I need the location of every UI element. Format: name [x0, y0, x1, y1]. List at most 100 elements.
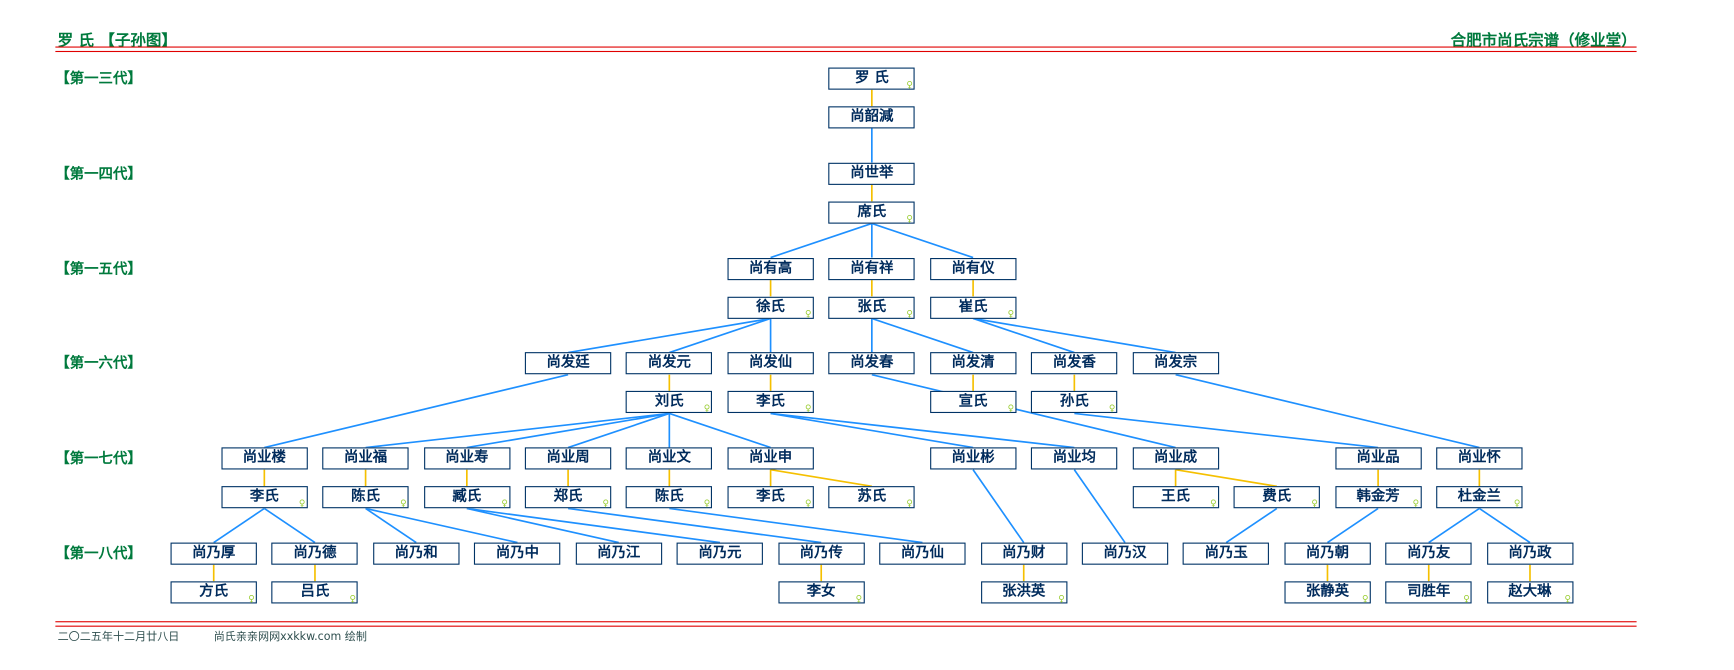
header-rule [55, 46, 1637, 48]
person-node[interactable]: 尚业彬 [929, 447, 1017, 470]
marriage-line [1175, 468, 1277, 488]
person-node[interactable]: 尚乃朝 [1284, 542, 1371, 565]
person-name: 李氏 [756, 393, 785, 411]
descent-line [567, 317, 771, 354]
person-node[interactable]: 陈氏♀ [626, 486, 713, 509]
person-node[interactable]: 尚发仙 [727, 352, 814, 375]
person-name: 臧氏 [452, 488, 482, 506]
person-node[interactable]: 尚发廷 [524, 352, 612, 375]
person-node[interactable]: 尚业均 [1031, 447, 1118, 470]
person-node[interactable]: 尚业楼 [221, 447, 308, 470]
person-node[interactable]: 杜金兰♀ [1436, 486, 1523, 509]
person-name: 尚发仙 [748, 354, 793, 372]
person-node[interactable]: 尚业寿 [423, 447, 511, 470]
person-node[interactable]: 尚业福 [322, 447, 409, 470]
person-node[interactable]: 尚业周 [524, 447, 612, 470]
person-node[interactable]: 尚有高 [727, 257, 814, 280]
person-name: 杜金兰 [1457, 488, 1501, 506]
person-node[interactable]: 司胜年♀ [1385, 581, 1472, 604]
person-node[interactable]: 张静英♀ [1284, 581, 1371, 604]
person-node[interactable]: 王氏♀ [1132, 486, 1219, 509]
footer-date: 二〇二五年十二月廿八日 [57, 631, 180, 644]
person-name: 尚乃财 [1002, 544, 1046, 562]
person-name: 尚业成 [1153, 449, 1198, 467]
person-node[interactable]: 尚乃财 [980, 542, 1067, 565]
person-node[interactable]: 罗 氏♀ [828, 67, 916, 90]
person-node[interactable]: 尚业怀 [1436, 447, 1523, 470]
descent-line [669, 507, 923, 544]
person-node[interactable]: 尚乃玉 [1183, 542, 1270, 565]
person-node[interactable]: 尚发香 [1031, 352, 1118, 375]
person-node[interactable]: 尚乃政 [1486, 542, 1574, 565]
person-node[interactable]: 尚世举 [828, 162, 916, 185]
female-symbol-icon: ♀ [1108, 403, 1116, 414]
footer-credit: 尚氏亲亲网网xxkkw.com 绘制 [213, 631, 367, 644]
person-node[interactable]: 张氏♀ [828, 296, 916, 319]
person-node[interactable]: 李女♀ [778, 581, 865, 604]
descent-line [1327, 507, 1379, 544]
person-node[interactable]: 李氏♀ [727, 486, 814, 509]
person-node[interactable]: 韩金芳 ♀ [1334, 486, 1422, 509]
person-node[interactable]: 尚乃友 [1385, 542, 1472, 565]
person-node[interactable]: 尚业文 [626, 447, 713, 470]
person-node[interactable]: 徐氏♀ [727, 296, 814, 319]
person-node[interactable]: 尚乃元 [676, 542, 764, 565]
person-node[interactable]: 方氏♀ [170, 581, 257, 604]
descent-line [263, 507, 316, 544]
person-name: 陈氏 [654, 488, 684, 506]
descent-line [365, 507, 417, 544]
person-node[interactable]: 吕氏♀ [271, 581, 359, 604]
person-node[interactable]: 尚业成 [1132, 447, 1219, 470]
person-name: 尚乃厚 [192, 544, 236, 562]
person-node[interactable]: 尚业申 [727, 447, 814, 470]
person-node[interactable]: 尚乃传 [778, 542, 865, 565]
person-name: 宣氏 [958, 393, 988, 411]
person-node[interactable]: 李氏♀ [221, 486, 308, 509]
person-node[interactable]: 陈氏♀ [322, 486, 409, 509]
person-node[interactable]: 郑氏♀ [524, 486, 612, 509]
person-node[interactable]: 尚发春 [828, 352, 916, 375]
person-node[interactable]: 张洪英♀ [980, 581, 1067, 604]
person-node[interactable]: 刘氏♀ [626, 391, 713, 414]
person-node[interactable]: 苏氏♀ [828, 486, 916, 509]
person-node[interactable]: 尚发元 [626, 352, 713, 375]
person-node[interactable]: 尚乃江 [575, 542, 662, 565]
person-node[interactable]: 尚有祥 [828, 257, 916, 280]
person-name: 尚乃汉 [1103, 544, 1147, 562]
person-node[interactable]: 尚发清 [929, 352, 1017, 375]
person-node[interactable]: 尚乃仙 [879, 542, 966, 565]
person-node[interactable]: 孙氏 ♀ [1031, 391, 1118, 414]
person-name: 张氏 [857, 298, 887, 316]
person-node[interactable]: 崔氏♀ [929, 296, 1017, 319]
person-node[interactable]: 费氏♀ [1233, 486, 1321, 509]
descent-line [1074, 412, 1379, 449]
person-node[interactable]: 席氏♀ [828, 201, 916, 224]
descent-line [770, 412, 1075, 449]
descent-line [466, 507, 721, 544]
person-node[interactable]: 尚乃厚 [170, 542, 257, 565]
person-name: 韩金芳 [1356, 488, 1400, 506]
descent-line [567, 412, 670, 449]
descent-line [972, 317, 1176, 354]
chart-title: 罗 氏 【子孙图】 [57, 32, 177, 50]
person-node[interactable]: 尚乃和 [373, 542, 460, 565]
person-node[interactable]: 宣氏 ♀ [929, 391, 1017, 414]
female-symbol-icon: ♀ [1210, 498, 1217, 509]
person-node[interactable]: 李氏♀ [727, 391, 814, 414]
person-name: 司胜年 [1407, 583, 1451, 601]
female-symbol-icon: ♀ [1412, 498, 1420, 509]
person-node[interactable]: 尚发宗 [1132, 352, 1219, 375]
person-node[interactable]: 尚有仪 [929, 257, 1017, 280]
person-node[interactable]: 臧氏♀ [423, 486, 511, 509]
person-node[interactable]: 赵大琳♀ [1486, 581, 1574, 604]
female-symbol-icon: ♀ [298, 498, 306, 509]
person-node[interactable]: 尚乃中 [474, 542, 561, 565]
person-name: 尚世举 [850, 164, 894, 182]
person-node[interactable]: 尚韶減 [828, 106, 916, 129]
person-name: 孙氏 [1059, 393, 1089, 411]
descent-line [871, 317, 974, 354]
person-node[interactable]: 尚乃德 [271, 542, 359, 565]
person-node[interactable]: 尚业品 [1334, 447, 1422, 470]
person-node[interactable]: 尚乃汉 [1081, 542, 1169, 565]
female-symbol-icon: ♀ [1007, 403, 1015, 414]
